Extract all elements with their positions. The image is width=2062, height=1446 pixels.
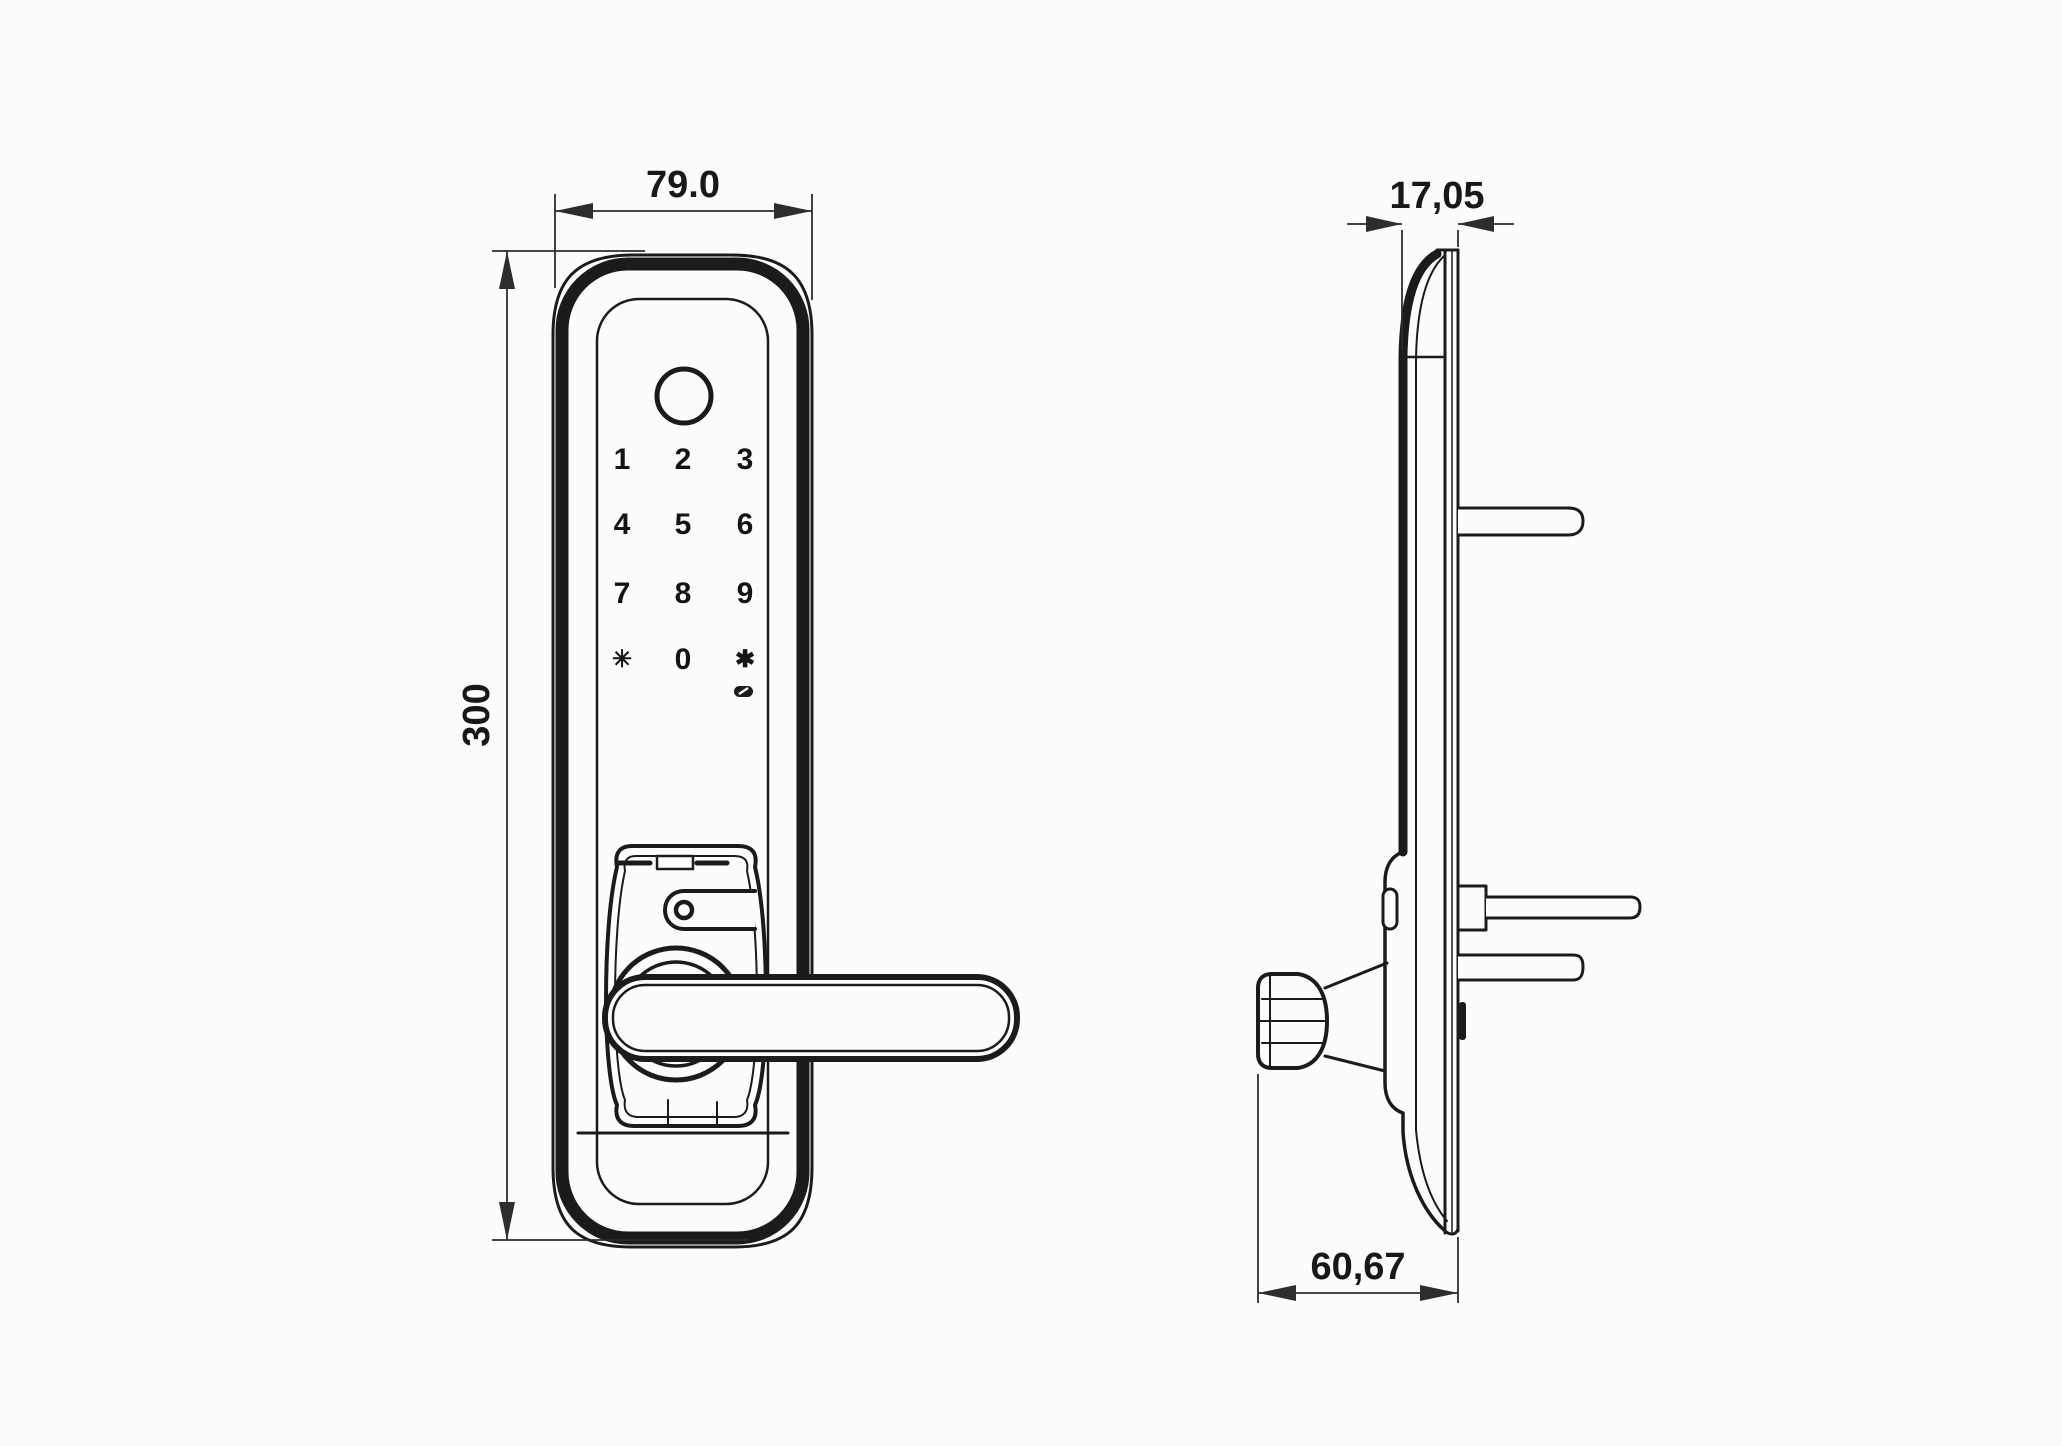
lock-body-wall [555,257,810,1245]
depth-dimension-label: 60,67 [1310,1246,1405,1288]
body-profile-face [1398,249,1442,857]
spindle-hub-knob [1459,1002,1466,1040]
keypad-key-8: 8 [675,577,692,610]
deadbolt-block [1456,884,1488,932]
depth-arrow-left [1258,1285,1296,1301]
height-arrow-top [499,251,515,289]
front-face-panel [595,297,770,1206]
plate-bottom-tip [1442,1227,1460,1236]
side-dimensions: 17,05 60,67 [1257,175,1514,1303]
depth-arrow-right [1420,1285,1458,1301]
escutcheon-profile [1383,850,1446,1232]
keypad: 1 2 3 4 5 6 7 8 9 ✳ 0 ✱ [612,443,755,697]
keypad-key-1: 1 [614,443,631,476]
thickness-dimension-label: 17,05 [1389,175,1484,217]
side-view [1256,248,1642,1236]
profile-button-pill [1381,887,1399,931]
key-cylinder-hole [673,899,695,921]
front-dimensions: 79.0 300 [456,164,813,1241]
keypad-key-0: 0 [675,643,692,676]
body-profile-inner-line [1415,255,1448,1222]
keypad-key-3: 3 [737,443,754,476]
key-cylinder-cover [663,889,757,931]
keypad-key-7: 7 [614,577,631,610]
keypad-key-9: 9 [737,577,754,610]
auxiliary-bolt [1456,953,1585,982]
width-dimension-label: 79.0 [646,164,720,206]
width-arrow-right [774,203,812,219]
thickness-arrow-left [1366,216,1402,232]
doorbell-indicator-slash [738,686,749,696]
front-view: 1 2 3 4 5 6 7 8 9 ✳ 0 ✱ [551,253,1020,1249]
height-dimension-label: 300 [456,683,498,746]
lever-handle-inner-line [611,983,1011,1053]
keypad-key-4: 4 [614,508,631,541]
lever-handle [602,974,1020,1062]
handle-neck-bottom [1323,1054,1387,1073]
keypad-key-star: ✳ [612,646,632,673]
deadbolt-rod [1484,895,1642,920]
keypad-key-hash: ✱ [735,646,755,673]
fingerprint-sensor-icon [654,366,714,426]
handle-neck-top [1323,961,1389,990]
height-arrow-bottom [499,1202,515,1240]
keypad-key-2: 2 [675,443,692,476]
keypad-key-5: 5 [675,508,692,541]
latch-bolt [1456,506,1585,537]
width-arrow-left [555,203,593,219]
thickness-arrow-right [1458,216,1494,232]
keypad-key-6: 6 [737,508,754,541]
vent-slot-center [655,854,695,871]
